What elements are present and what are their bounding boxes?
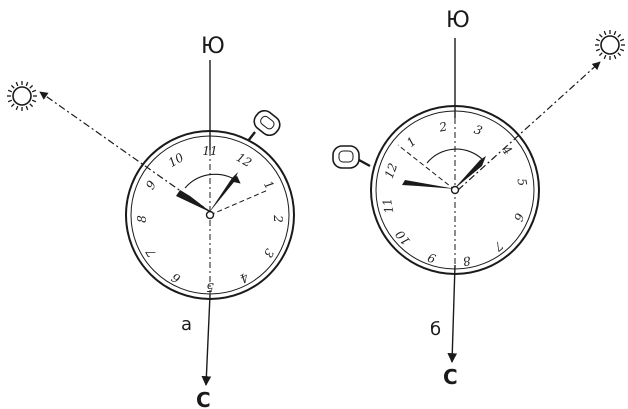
right-minute-hand [453,156,486,190]
left-dial-number-4: 4 [237,269,251,285]
right-dial-number-3: 3 [472,122,484,138]
left-minute-hand [208,172,238,214]
right-panel-label: б [430,319,441,340]
right-meridian-line-lower [452,265,455,362]
left-dial-number-1: 1 [261,178,277,192]
left-hour-hand [176,190,212,213]
right-dial-number-7: 7 [491,238,506,254]
right-bottom-label: С [443,365,458,389]
right-dial-number-10: 10 [392,227,413,248]
right-dial-number-5: 5 [514,177,529,187]
left-top-label: Ю [201,34,225,59]
left-meridian-line-lower [206,295,210,385]
left-dial-number-9: 9 [143,178,159,192]
right-dial-number-6: 6 [511,211,527,223]
left-dial-number-7: 7 [143,246,159,260]
right-dial-number-11: 11 [380,197,396,214]
left-hand-to-12-line [210,190,268,215]
right-dial-number-8: 8 [461,253,471,268]
left-dial-number-2: 2 [271,214,285,223]
sun-icon [595,30,625,60]
sun-icon [7,81,37,111]
right-winding-crown [333,146,370,168]
left-dial-number-12: 12 [234,150,254,170]
right-dial-number-4: 4 [499,142,515,158]
left-bottom-label: С [196,388,211,409]
left-panel-label: а [181,314,192,335]
left-dial-number-11: 11 [202,144,217,158]
left-dial-number-8: 8 [135,215,149,223]
right-dial-number-12: 12 [382,161,400,180]
right-dial-number-9: 9 [425,250,437,266]
left-dial-number-10: 10 [166,150,187,170]
left-dial-number-6: 6 [169,270,183,286]
right-top-label: Ю [446,8,470,33]
right-dial-number-2: 2 [437,120,448,135]
left-winding-crown [248,107,283,141]
left-dial-number-3: 3 [261,246,277,260]
left-dial-number-5: 5 [206,280,214,294]
right-dial-number-1: 1 [404,134,419,150]
